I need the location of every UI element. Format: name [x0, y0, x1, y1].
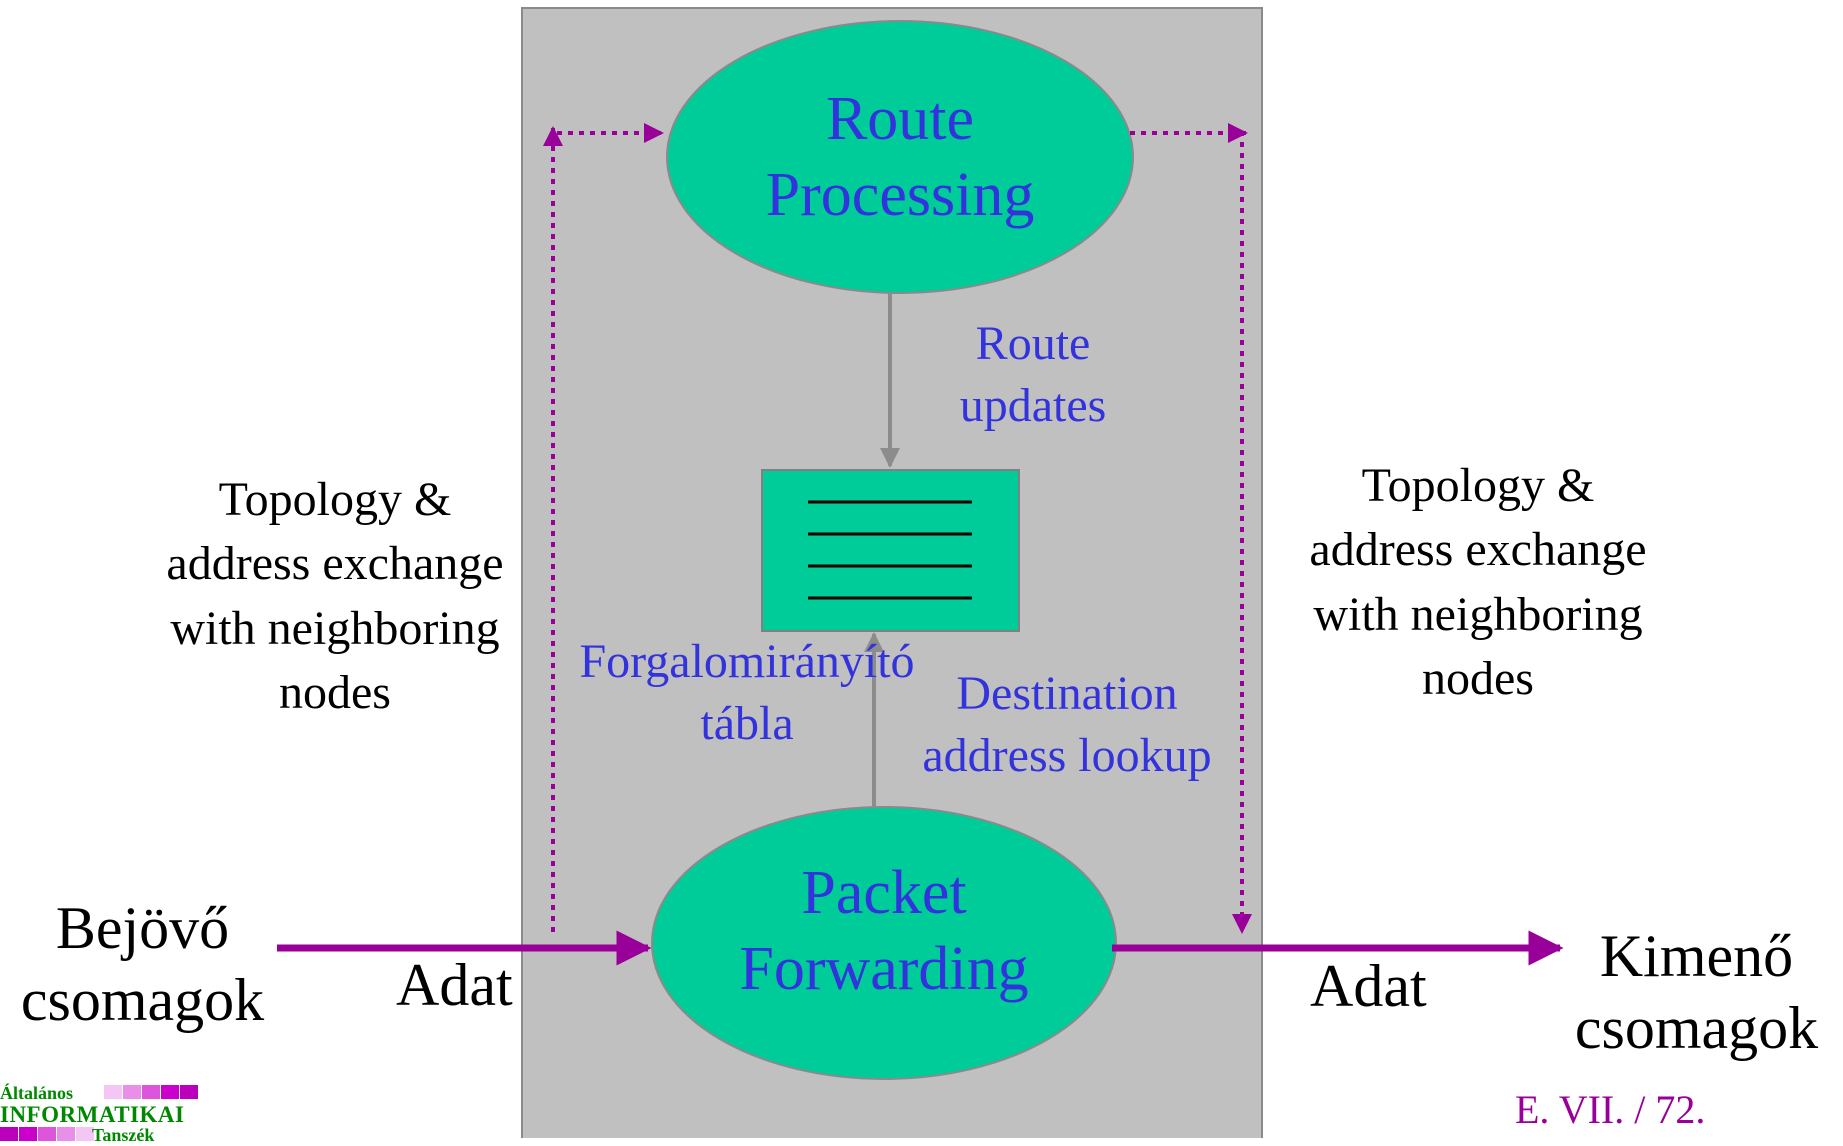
left-exchange-label: Topology & address exchange with neighbo… [135, 468, 535, 725]
logo-line2: INFORMATIKAI [0, 1102, 185, 1127]
slide-number: E. VII. / 72. [1515, 1087, 1706, 1132]
incoming-packets-label: Bejövő csomagok [0, 892, 285, 1036]
route-updates-line1: Route [975, 317, 1091, 370]
left-exchange-line2: address exchange [166, 537, 504, 591]
destination-lookup-line2: address lookup [922, 729, 1212, 783]
outgoing-data-label: Adat [1310, 953, 1427, 1019]
route-processing-line2: Processing [765, 160, 1035, 229]
incoming-line1: Bejövő [55, 895, 230, 961]
route-updates-label: Route updates [933, 313, 1133, 438]
routing-table-line1: Forgalomirányító [579, 635, 915, 688]
destination-lookup-line1: Destination [956, 667, 1178, 720]
route-processing-label: Route Processing [700, 82, 1100, 233]
packet-forwarding-ellipse [651, 806, 1117, 1080]
outgoing-line1: Kimenő [1599, 923, 1794, 989]
route-updates-line2: updates [959, 379, 1107, 433]
outgoing-line2: csomagok [1574, 995, 1819, 1061]
left-exchange-line4: nodes [279, 665, 391, 719]
packet-forwarding-line1: Packet [801, 859, 967, 927]
right-exchange-line1: Topology & [1361, 459, 1595, 512]
packet-forwarding-line2: Forwarding [739, 934, 1029, 1003]
left-dotted-arrow [551, 123, 664, 932]
right-exchange-line3: with neighboring [1313, 587, 1643, 641]
destination-lookup-label: Destination address lookup [897, 663, 1237, 788]
route-processing-ellipse [666, 20, 1134, 294]
right-exchange-line4: nodes [1422, 651, 1534, 705]
incoming-data-label: Adat [396, 952, 513, 1018]
routing-table-line2: tábla [700, 697, 794, 751]
outgoing-packets-label: Kimenő csomagok [1550, 920, 1843, 1064]
route-processing-line1: Route [825, 85, 975, 153]
logo-line1: Általános [0, 1083, 74, 1103]
left-exchange-line3: with neighboring [170, 601, 500, 655]
routing-table-icon [761, 469, 1020, 632]
packet-forwarding-label: Packet Forwarding [684, 856, 1084, 1007]
left-exchange-line1: Topology & [218, 473, 452, 526]
right-exchange-label: Topology & address exchange with neighbo… [1278, 454, 1678, 711]
right-exchange-line2: address exchange [1309, 523, 1647, 577]
routing-table-label: Forgalomirányító tábla [552, 631, 942, 756]
incoming-line2: csomagok [20, 967, 265, 1033]
logo-line3: Tanszék [92, 1125, 155, 1145]
department-logo: Általános INFORMATIKAI Tanszék [0, 1083, 200, 1145]
